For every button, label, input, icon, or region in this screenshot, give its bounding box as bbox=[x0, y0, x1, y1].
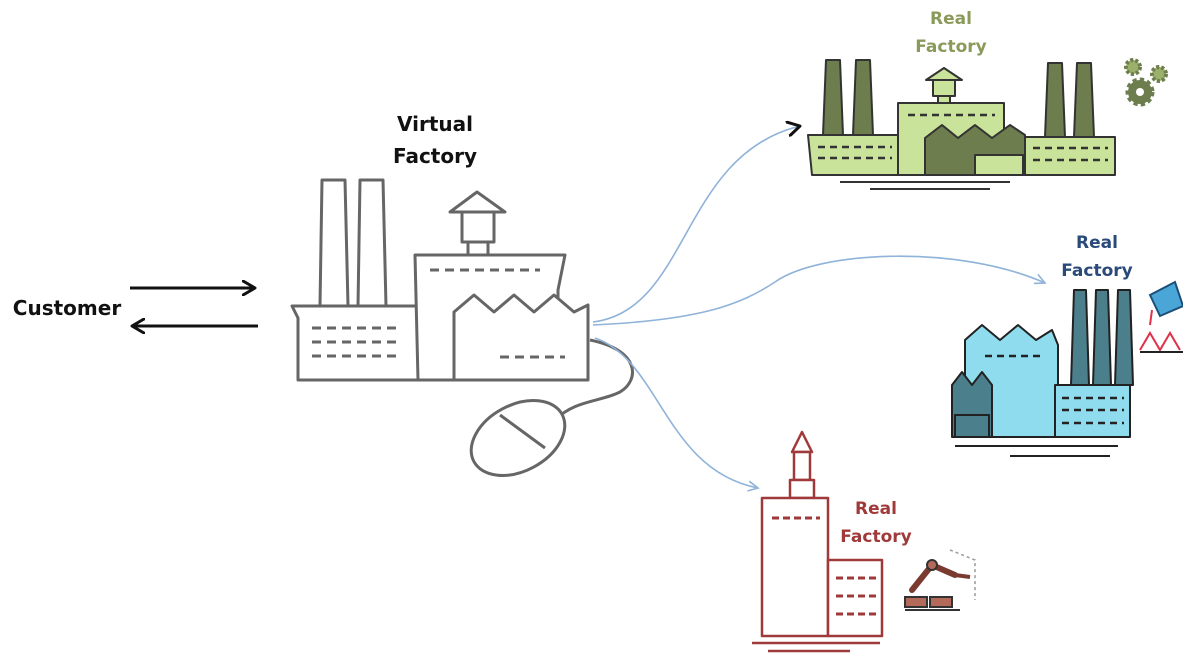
real-factory-1-label-line1: Real bbox=[930, 9, 972, 29]
distribution-arrows bbox=[592, 126, 1045, 488]
arrow-to-real-factory-1 bbox=[592, 126, 800, 323]
virtual-factory-icon bbox=[290, 178, 634, 477]
real-factory-1-label: Real Factory bbox=[906, 5, 996, 61]
real-factory-1-label-line2: Factory bbox=[915, 37, 987, 57]
real-factory-3-label-line2: Factory bbox=[840, 527, 912, 547]
real-factory-3-label-line1: Real bbox=[855, 499, 897, 519]
arrow-to-real-factory-2 bbox=[592, 255, 1045, 326]
real-factory-2-icon bbox=[951, 289, 1134, 457]
real-factory-2-label-line1: Real bbox=[1076, 233, 1118, 253]
virtual-factory-label-line1: Virtual bbox=[397, 112, 473, 136]
virtual-factory-label-line2: Factory bbox=[392, 144, 478, 168]
real-factory-1-icon bbox=[807, 59, 1116, 190]
gears-icon bbox=[1124, 58, 1168, 107]
arrow-to-real-factory-3 bbox=[594, 337, 758, 488]
real-factory-2-label: Real Factory bbox=[1052, 229, 1142, 285]
customer-arrows bbox=[130, 288, 258, 326]
real-factory-3-icon bbox=[752, 430, 884, 653]
robot-arm-icon bbox=[904, 549, 976, 611]
virtual-factory-label: Virtual Factory bbox=[380, 108, 490, 172]
customer-label: Customer bbox=[12, 296, 122, 320]
ladle-icon bbox=[1139, 280, 1183, 353]
real-factory-3-label: Real Factory bbox=[828, 495, 924, 551]
real-factory-2-label-line2: Factory bbox=[1061, 261, 1133, 281]
